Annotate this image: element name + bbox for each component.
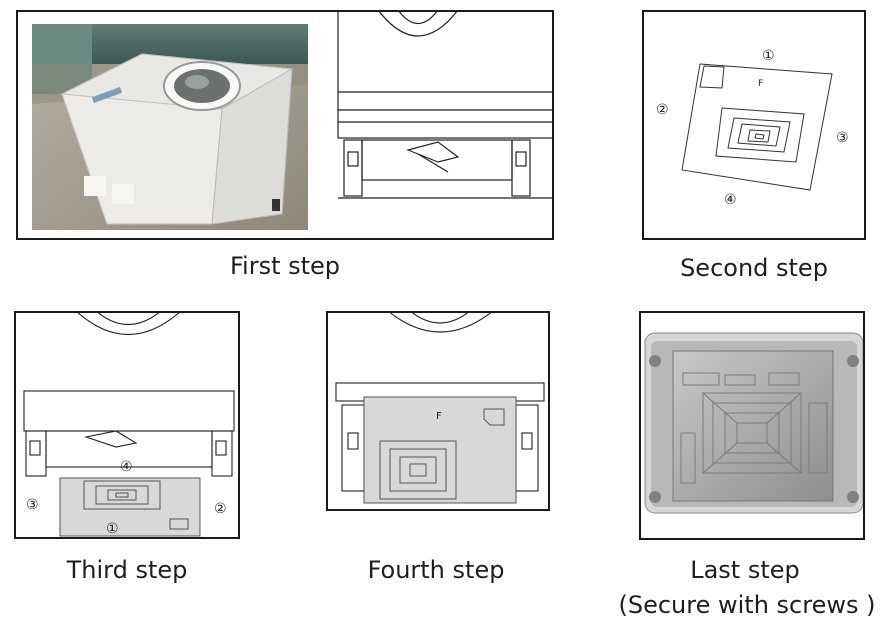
third-step-caption: Third step: [66, 556, 188, 584]
first-step-drawing: [337, 12, 552, 199]
third-step-label-1: ①: [106, 521, 119, 537]
first-step-panel: [16, 10, 554, 240]
second-step-label-2: ②: [656, 102, 669, 118]
fourth-step-panel: F: [326, 311, 550, 511]
third-step-label-2: ②: [214, 501, 227, 517]
second-step-label-3: ③: [836, 130, 849, 146]
second-step-panel: F ① ② ③ ④: [642, 10, 866, 240]
fourth-step-caption: Fourth step: [367, 556, 505, 584]
first-step-photo: [32, 24, 308, 230]
second-step-label-1: ①: [762, 48, 775, 64]
last-step-render: [644, 332, 863, 514]
third-step-drawing: ④ ③ ② ①: [23, 313, 235, 537]
second-step-label-4: ④: [724, 192, 737, 208]
fourth-step-drawing: F: [335, 313, 545, 504]
last-step-caption: Last step: [690, 556, 800, 584]
third-step-label-4: ④: [120, 459, 133, 475]
second-step-caption: Second step: [680, 254, 828, 282]
first-step-caption: First step: [229, 252, 341, 280]
third-step-panel: ④ ③ ② ①: [14, 311, 240, 539]
second-step-drawing: F ① ② ③ ④: [656, 48, 849, 208]
second-step-plate-mark: F: [758, 79, 763, 89]
third-step-label-3: ③: [26, 497, 39, 513]
fourth-step-plate-mark: F: [436, 411, 442, 422]
last-step-note: (Secure with screws ): [618, 591, 876, 619]
last-step-panel: [639, 311, 865, 540]
